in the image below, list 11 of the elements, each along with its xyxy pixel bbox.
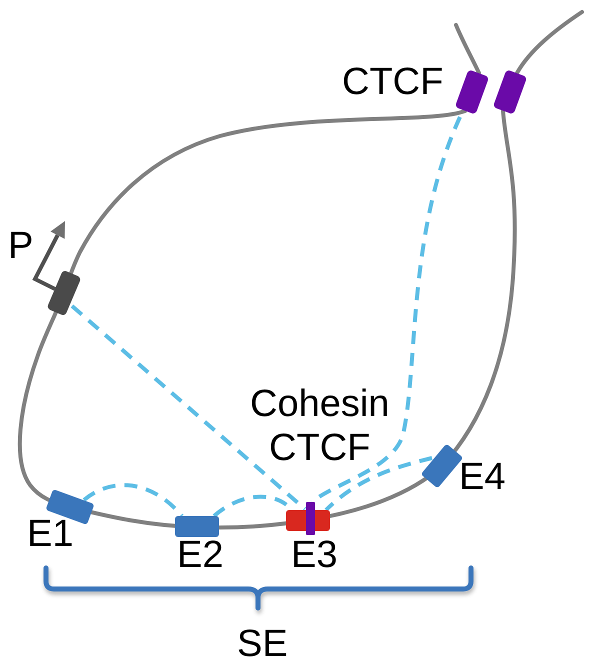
promoter-label: P (8, 227, 34, 265)
enhancer-label: E3 (291, 536, 338, 574)
enhancer-label: E4 (459, 458, 506, 496)
protein-label: CTCF (342, 63, 444, 101)
dashed-connector (70, 304, 306, 510)
dashed-connector (324, 456, 432, 512)
enhancer-label: E1 (27, 515, 74, 553)
protein-label: Cohesin CTCF (250, 382, 390, 470)
bracket-label: SE (237, 625, 288, 663)
enhancer-label: E2 (177, 536, 224, 574)
dashed-connector (82, 483, 184, 518)
